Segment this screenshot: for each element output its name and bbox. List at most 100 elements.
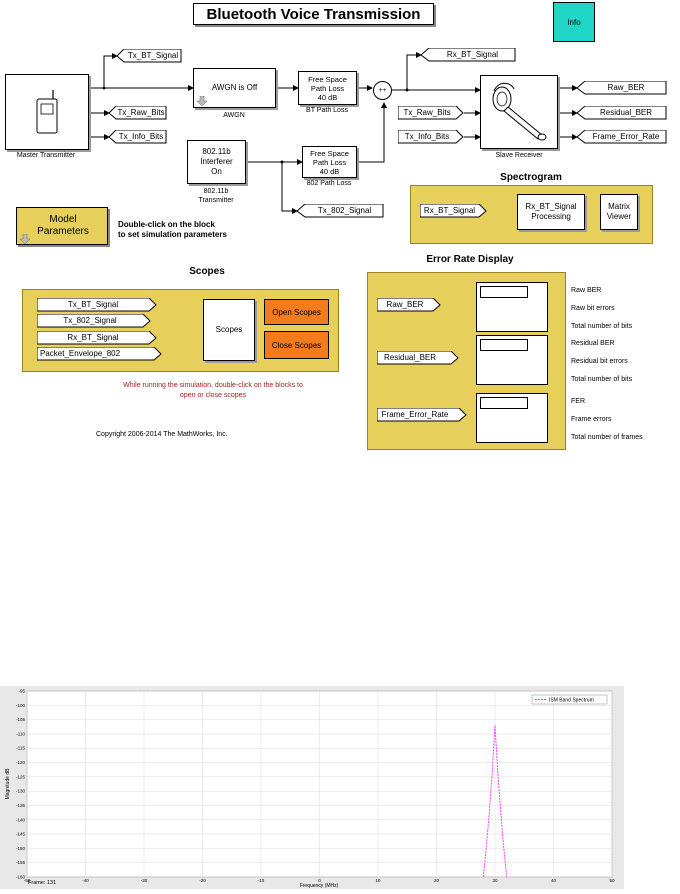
scopes-block[interactable]: Scopes [203,299,255,361]
matrix-viewer-block[interactable]: Matrix Viewer [600,194,638,230]
tag-tx-802-signal[interactable] [297,204,384,218]
tag-scope-rx-bt-label: Rx_BT_Signal [67,333,119,342]
y-axis-label: Magnitude dB [5,768,11,800]
info-button[interactable]: Info [553,2,595,42]
tag-rx-bt-signal[interactable] [421,48,516,62]
tag-rx-tx-info-bits[interactable] [398,130,464,144]
scopes-heading: Scopes [189,266,225,277]
copyright-text: Copyright 2006-2014 The MathWorks, Inc. [96,431,228,438]
legend-label: ISM Band Spectrum [549,698,594,704]
tag-scope-tx-bt[interactable] [37,298,157,312]
tag-err-raw-ber-label: Raw_BER [386,300,424,309]
interferer-label: 802.11b Transmitter [198,188,234,204]
y-tick-label: -155 [16,860,26,865]
err-label-fer: FER [571,398,585,405]
y-tick-label: -160 [16,875,26,880]
tag-tx-raw-bits-label: Tx_Raw_Bits [117,108,165,117]
mask-arrow-icon [20,234,30,244]
error-rate-heading: Error Rate Display [426,254,514,265]
tag-tx-raw-bits[interactable] [109,106,167,120]
mask-arrow-icon [197,96,207,106]
plot-grid [26,690,613,878]
master-transmitter-label: Master Transmitter [16,152,76,159]
err-label-total-frames: Total number of frames [571,434,643,441]
series-lines [482,725,508,878]
tag-spectrogram-input-label: Rx_BT_Signal [423,206,476,215]
tag-scope-packet-envelope[interactable] [37,347,162,361]
y-tick-label: -125 [16,774,26,779]
err-label-residual-ber: Residual BER [571,340,615,347]
tag-frame-error-rate[interactable] [577,130,667,144]
y-tick-label: -100 [16,703,26,708]
spectrum-plot: -95-100-105-110-115-120-125-130-135-140-… [5,689,615,890]
tag-spectrogram-input[interactable] [420,204,487,218]
diagram-title: Bluetooth Voice Transmission [193,3,434,25]
tag-err-frame-error-rate-label: Frame_Error_Rate [381,410,449,419]
x-tick-label: -30 [141,878,148,883]
err-label-residual-bit-errors: Residual bit errors [571,358,628,365]
x-tick-label: -10 [258,878,265,883]
x-tick-label: 20 [434,878,440,883]
y-tick-label: -140 [16,817,26,822]
y-tick-label: -130 [16,789,26,794]
error-display-residual[interactable] [476,335,548,385]
awgn-block[interactable]: AWGN is Off [193,68,276,108]
x-tick-label: 0 [318,878,321,883]
tag-residual-ber-label: Residual_BER [599,108,653,117]
tag-err-frame-error-rate[interactable] [377,408,467,422]
tag-residual-ber[interactable] [577,106,667,120]
tag-tx-bt-signal-label: Tx_BT_Signal [127,51,179,60]
x-tick-label: -20 [199,878,206,883]
path-loss-802-block[interactable]: Free Space Path Loss 40 dB [302,146,357,178]
spectrum-plot-panel: -95-100-105-110-115-120-125-130-135-140-… [0,686,624,889]
error-display-raw[interactable] [476,282,548,332]
y-tick-label: -145 [16,832,26,837]
tag-raw-ber-label: Raw_BER [607,83,645,92]
y-tick-label: -105 [16,717,26,722]
frame-label: Frame: 131 [28,880,56,886]
bt-path-loss-block[interactable]: Free Space Path Loss 40 dB [298,71,357,105]
interferer-block[interactable]: 802.11b Interferer On [187,140,246,184]
tag-err-raw-ber[interactable] [377,298,441,312]
y-tick-labels: -95-100-105-110-115-120-125-130-135-140-… [16,689,26,880]
tag-rx-tx-raw-bits-label: Tx_Raw_Bits [403,108,451,117]
spectrogram-heading: Spectrogram [500,172,562,183]
close-scopes-button[interactable]: Close Scopes [264,331,329,359]
tag-scope-tx-802-label: Tx_802_Signal [63,316,117,325]
tag-err-residual-ber[interactable] [377,351,459,365]
y-tick-label: -115 [16,746,25,751]
headset-icon [492,82,547,141]
scopes-note: While running the simulation, double-cli… [123,382,303,399]
y-tick-label: -120 [16,760,26,765]
tag-tx-info-bits-label: Tx_Info_Bits [118,132,164,141]
model-parameters-block[interactable]: Model Parameters [16,207,108,245]
tag-scope-packet-envelope-label: Packet_Envelope_802 [40,349,121,358]
master-transmitter-block[interactable] [5,74,89,150]
tag-frame-error-rate-label: Frame_Error_Rate [592,132,660,141]
tag-scope-rx-bt[interactable] [37,331,157,345]
phone-icon [36,90,58,134]
spectrogram-processing-block[interactable]: Rx_BT_Signal Processing [517,194,585,230]
tag-tx-bt-signal[interactable] [117,49,182,63]
tag-tx-info-bits[interactable] [109,130,167,144]
model-parameters-hint: Double-click on the block to set simulat… [118,220,227,239]
y-tick-label: -150 [16,846,26,851]
awgn-text: AWGN is Off [211,83,258,92]
slave-receiver-block[interactable] [480,75,558,149]
x-tick-label: 40 [551,878,557,883]
y-tick-label: -135 [16,803,26,808]
tag-raw-ber[interactable] [577,81,667,95]
x-tick-label: 10 [375,878,381,883]
awgn-label: AWGN [223,112,245,119]
display-value-box [480,339,528,351]
x-tick-label: -40 [82,878,89,883]
sum-block[interactable]: ++ [373,81,392,100]
x-tick-label: -50 [24,878,31,883]
error-display-fer[interactable] [476,393,548,443]
tag-rx-tx-raw-bits[interactable] [398,106,464,120]
x-tick-label: 50 [609,878,615,883]
tag-rx-bt-signal-label: Rx_BT_Signal [446,50,499,59]
open-scopes-button[interactable]: Open Scopes [264,299,329,325]
tag-scope-tx-802[interactable] [37,314,151,328]
tag-scope-tx-bt-label: Tx_BT_Signal [67,300,119,309]
